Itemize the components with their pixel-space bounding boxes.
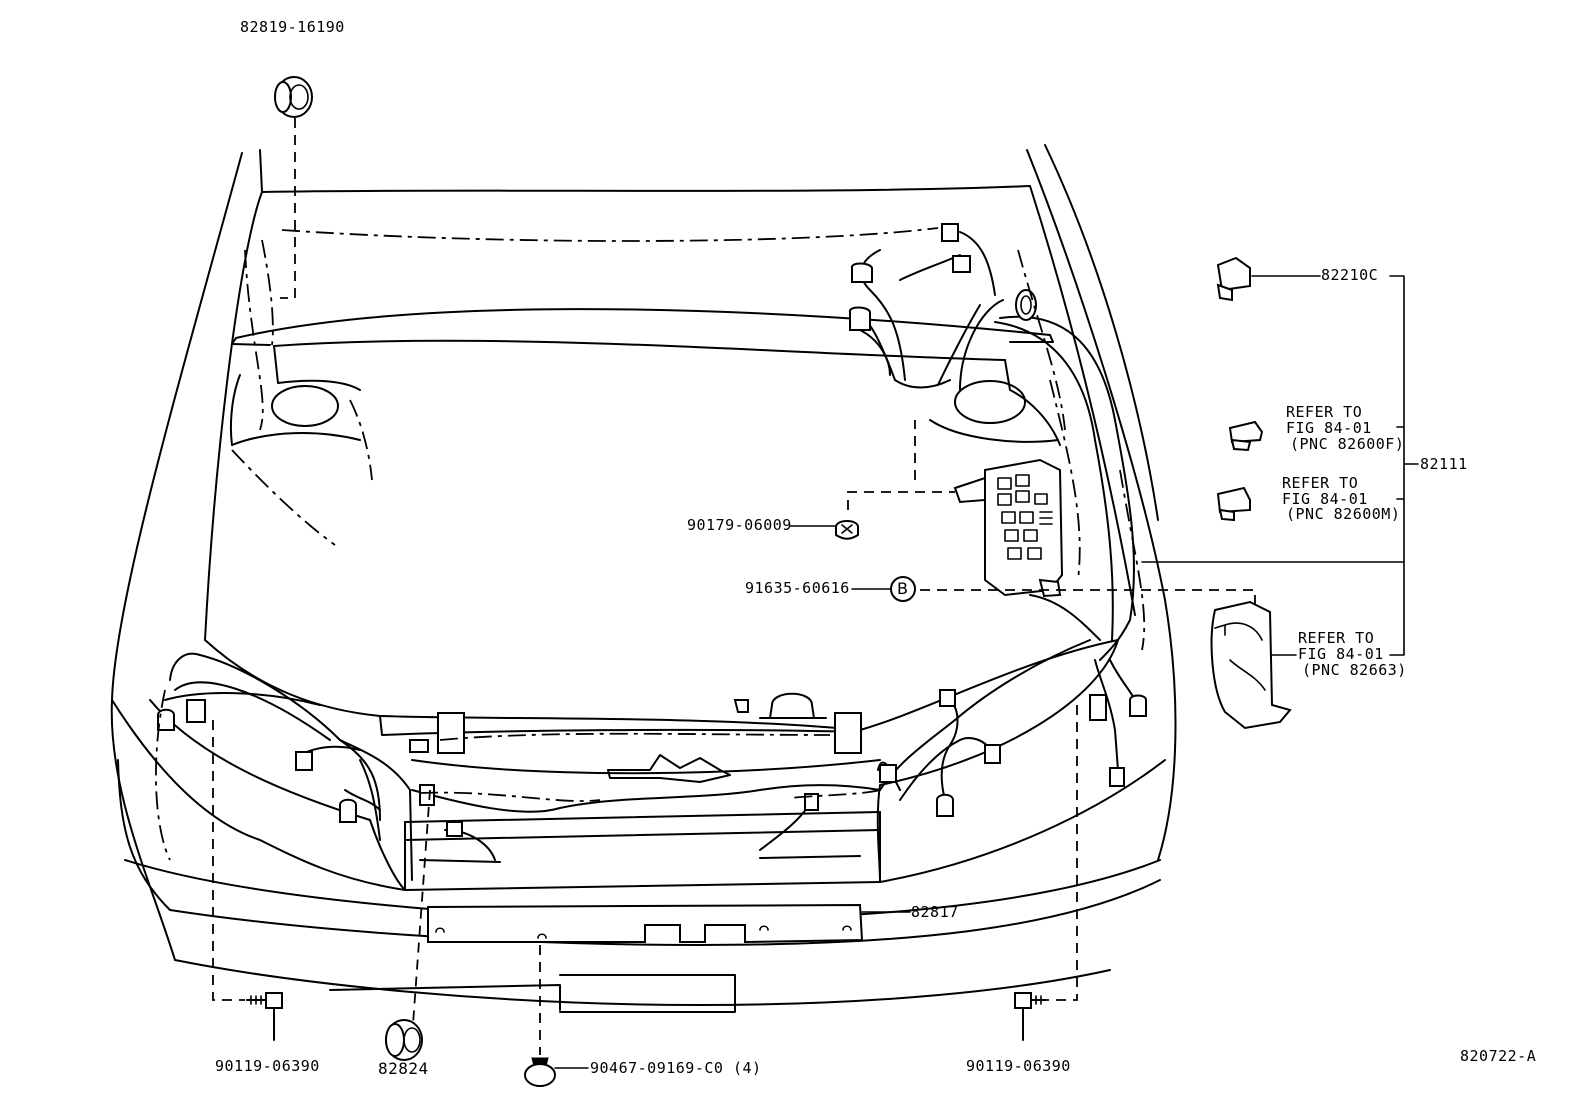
callout-screw-right: 90119-06390 — [966, 1057, 1071, 1075]
callout-bracket-front: 82817 — [911, 903, 959, 921]
refer-line: REFER TO — [1286, 403, 1363, 421]
grommet-82819-icon — [274, 76, 313, 118]
callout-grommet-top: 82819-16190 — [240, 18, 345, 36]
callout-clip: 90467-09169-C0 (4) — [590, 1059, 762, 1077]
refer-line: (PNC 82663) — [1302, 661, 1407, 679]
relay-block — [953, 458, 1064, 598]
relay-82600f-icon — [1228, 420, 1264, 452]
screw-left-icon — [246, 992, 283, 1041]
callout-screw-left: 90119-06390 — [215, 1057, 320, 1075]
nut-90179-icon — [835, 520, 859, 540]
refer-line: REFER TO — [1298, 629, 1375, 647]
callout-grommet-bottom: 82824 — [378, 1059, 429, 1078]
callout-bolt-b: 91635-60616 — [745, 579, 850, 597]
refer-line: FIG 84-01 — [1286, 419, 1372, 437]
callout-marker-b — [890, 576, 916, 602]
car-body-outline — [110, 144, 1177, 1013]
callout-harness-main: 82111 — [1420, 455, 1468, 473]
control-module-82663-icon — [1210, 600, 1292, 730]
leader-lines — [155, 118, 1256, 1055]
part-icons — [246, 76, 1292, 1087]
screw-right-icon — [1014, 992, 1046, 1041]
refer-line: FIG 84-01 — [1282, 490, 1368, 508]
callout-lines — [554, 275, 1419, 1069]
callout-relay: 82210C — [1321, 266, 1379, 284]
callout-nut: 90179-06009 — [687, 516, 792, 534]
clip-90467-icon — [524, 1057, 556, 1087]
figure-code: 820722-A — [1460, 1047, 1537, 1065]
wire-harness — [157, 223, 1147, 881]
refer-line: FIG 84-01 — [1298, 645, 1384, 663]
relay-82600m-icon — [1216, 486, 1251, 522]
refer-line: (PNC 82600F) — [1290, 435, 1405, 453]
relay-82210c-icon — [1216, 256, 1251, 302]
refer-line: (PNC 82600M) — [1286, 505, 1401, 523]
grommet-82824-icon — [385, 1019, 423, 1061]
callout-marker-b-label: B — [897, 579, 909, 598]
refer-line: REFER TO — [1282, 474, 1359, 492]
